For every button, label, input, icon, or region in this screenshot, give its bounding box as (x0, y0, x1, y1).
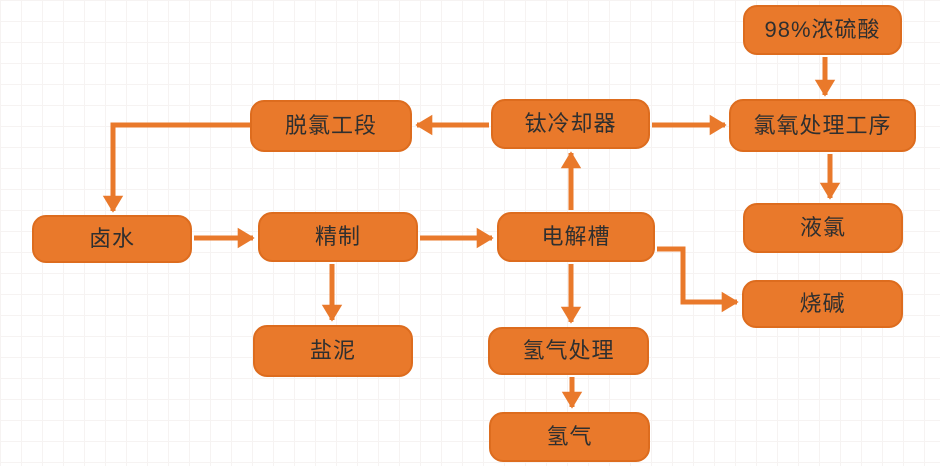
node-liquid-chlorine: 液氯 (743, 203, 903, 253)
node-titanium-cooler: 钛冷却器 (491, 99, 650, 149)
node-electrolyzer: 电解槽 (497, 212, 655, 262)
node-chlorine-oxygen-treatment: 氯氧处理工序 (729, 99, 916, 152)
node-refining: 精制 (258, 212, 418, 262)
node-caustic-soda: 烧碱 (742, 280, 903, 328)
edge-electrolyzer-to-caustic (657, 246, 739, 313)
node-salt-mud: 盐泥 (253, 325, 413, 377)
node-sulfuric-acid: 98%浓硫酸 (743, 5, 902, 55)
node-hydrogen-treatment: 氢气处理 (488, 327, 649, 375)
node-brine: 卤水 (32, 215, 192, 263)
edge-dechlor-to-brine (102, 122, 250, 213)
node-dechlorination: 脱氯工段 (250, 100, 412, 152)
node-hydrogen: 氢气 (489, 412, 650, 462)
